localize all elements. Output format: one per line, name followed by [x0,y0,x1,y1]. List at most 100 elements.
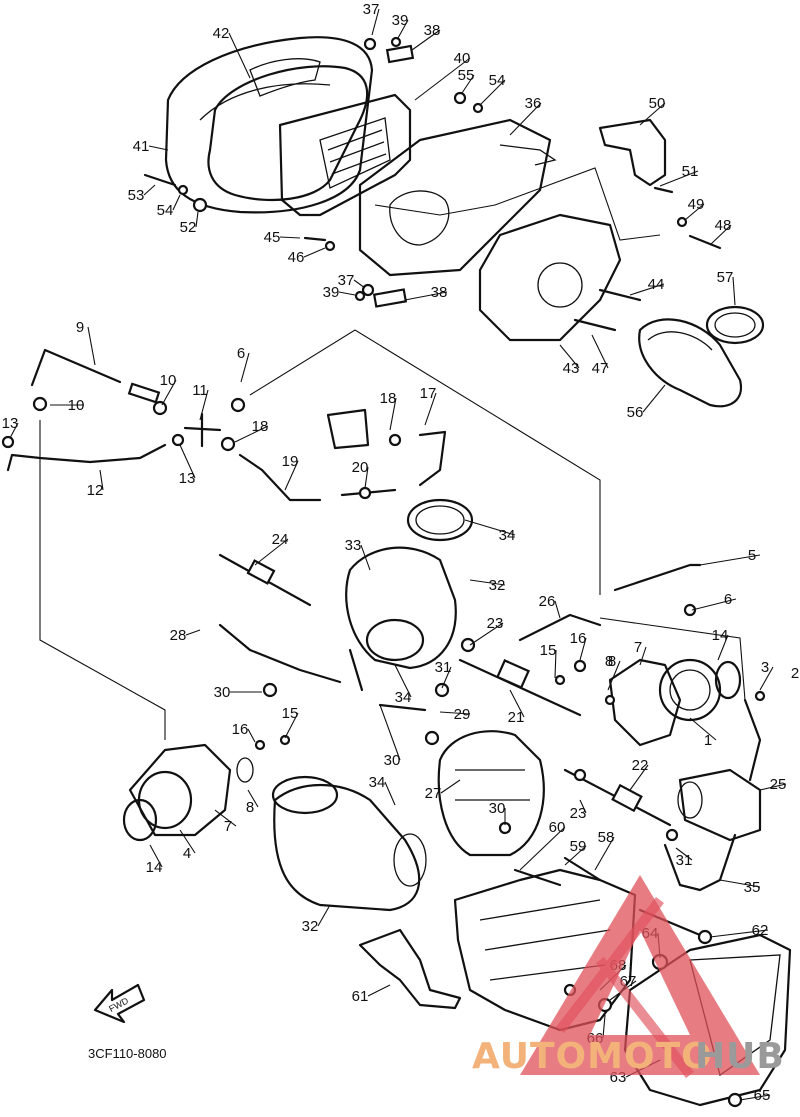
air-intake-cover-43 [478,213,622,342]
part-label-36: 36 [525,95,542,112]
leader-line-17 [424,392,437,426]
part-label-20: 20 [352,459,369,476]
leader-line-13 [179,444,196,479]
part-label-9: 9 [76,319,84,336]
part-label-1: 1 [704,732,712,749]
part-label-41: 41 [133,138,150,155]
leader-line-54 [479,79,506,106]
leader-line-20 [364,466,369,489]
leader-line-38 [404,291,448,301]
leader-line-8 [607,660,621,691]
hose-19 [238,453,322,502]
leader-line-6 [240,352,250,383]
part-label-37: 37 [363,1,380,18]
leader-line-21 [509,689,525,718]
part-label-44: 44 [648,276,665,293]
duct-clamp-57 [705,305,765,345]
leader-line-58 [594,836,615,871]
part-label-8: 8 [246,799,254,816]
hose-12 [6,443,167,472]
part-label-46: 46 [288,249,305,266]
part-label-16: 16 [232,721,249,738]
leader-line-3 [759,666,774,691]
leader-line-46 [303,247,326,258]
joint-32-lower [271,775,427,912]
cover-plate-50 [598,118,667,187]
part-label-45: 45 [264,229,281,246]
leader-line-65 [739,1094,771,1101]
part-label-7: 7 [634,639,642,656]
pipe-24 [218,553,312,607]
leader-line-15 [284,712,299,739]
part-label-42: 42 [213,25,230,42]
leader-line-31 [675,847,693,861]
part-label-31: 31 [435,659,452,676]
leader-line-62 [709,929,769,938]
leader-line-19 [284,460,299,491]
hose-26 [518,613,602,642]
part-label-51: 51 [682,163,699,180]
leader-line-29 [439,711,471,715]
clips-small [1,396,402,452]
leader-line-61 [367,984,391,997]
part-label-19: 19 [282,453,299,470]
leader-line-45 [279,236,301,239]
part-label-56: 56 [627,404,644,421]
part-label-29: 29 [454,706,471,723]
leader-line-66 [602,1014,606,1039]
leader-line-34 [464,519,516,536]
leader-line-4 [179,829,196,854]
part-label-34: 34 [499,527,516,544]
part-label-52: 52 [180,219,197,236]
part-label-25: 25 [770,776,787,793]
fwd-label: FWD [107,995,130,1014]
part-label-13: 13 [179,470,196,487]
leader-line-40 [414,57,471,101]
part-label-34: 34 [395,689,412,706]
part-label-3: 3 [761,659,769,676]
bracket-61 [358,928,462,1010]
part-label-43: 43 [563,360,580,377]
part-label-32: 32 [302,918,319,935]
leader-line-27 [440,779,461,794]
part-label-57: 57 [717,269,734,286]
leader-line-25 [759,783,787,791]
leader-line-31 [441,666,452,689]
leader-line-52 [195,211,199,228]
leader-line-1 [689,717,717,741]
leader-line-14 [717,634,729,661]
part-label-6: 6 [237,345,245,362]
part-label-8: 8 [608,653,616,670]
part-label-50: 50 [649,95,666,112]
leader-line-48 [709,224,732,246]
leader-line-10 [161,379,177,406]
leader-line-44 [629,283,665,296]
part-label-35: 35 [744,879,761,896]
leader-line-60 [519,826,566,871]
part-label-18: 18 [252,418,269,435]
leader-line-32 [317,904,331,927]
hose-28 [218,623,342,684]
part-label-28: 28 [170,627,187,644]
part-label-38: 38 [431,284,448,301]
part-label-12: 12 [87,482,104,499]
leader-line-39 [397,19,409,39]
leader-line-30 [379,704,401,761]
part-label-14: 14 [712,627,729,644]
part-label-55: 55 [458,67,475,84]
air-filter-element-40 [278,93,412,217]
part-label-32: 32 [489,577,506,594]
part-label-30: 30 [489,800,506,817]
part-label-7: 7 [224,818,232,835]
pipe-20 [340,486,397,500]
part-label-39: 39 [323,284,340,301]
air-filter-case-36 [358,118,557,277]
part-label-17: 17 [420,385,437,402]
part-label-16: 16 [570,630,587,647]
leader-line-7 [214,809,237,827]
part-label-34: 34 [369,774,386,791]
part-label-10: 10 [160,372,177,389]
leader-line-57 [732,276,736,306]
